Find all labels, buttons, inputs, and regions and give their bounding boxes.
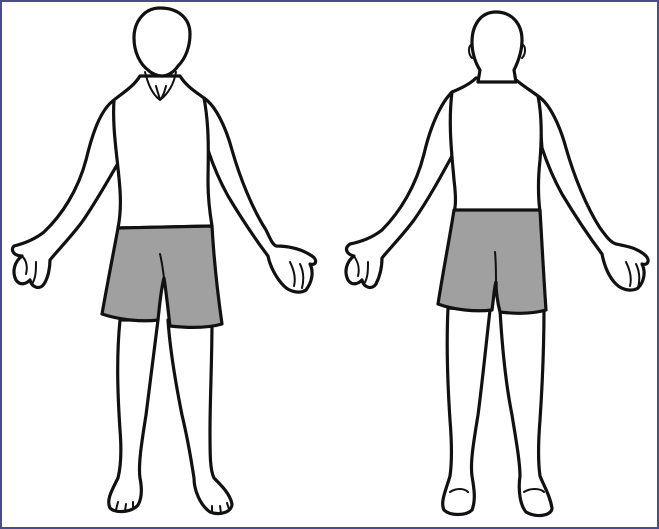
back-right-leg: [500, 308, 552, 515]
back-view-figure: [346, 12, 648, 515]
front-left-leg: [109, 320, 158, 512]
front-view-figure: [12, 8, 315, 514]
front-right-leg: [168, 320, 232, 514]
front-right-arm: [204, 98, 316, 292]
front-left-arm: [12, 100, 120, 287]
back-shorts: [438, 210, 546, 313]
back-left-leg: [443, 308, 490, 515]
back-left-arm: [346, 92, 452, 287]
back-shorts-seam: [495, 252, 496, 282]
back-right-arm: [538, 96, 648, 290]
front-shorts: [102, 226, 222, 327]
back-head: [472, 12, 522, 82]
back-torso: [450, 78, 541, 212]
front-head: [134, 8, 190, 76]
